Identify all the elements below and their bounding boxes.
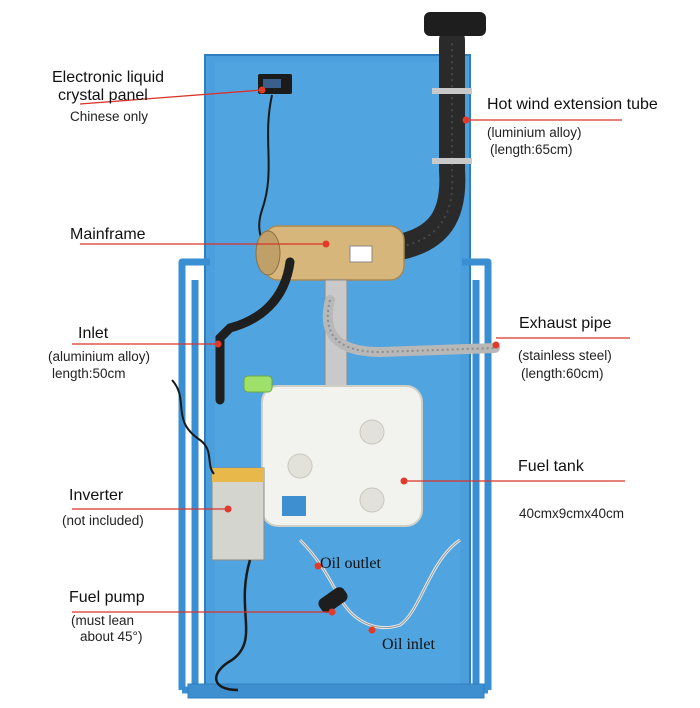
inlet-label: Inlet (78, 325, 109, 342)
panel-label-line1: Electronic liquid (52, 69, 165, 86)
fuel-tank-label: Fuel tank (518, 458, 584, 475)
exhaust-note-2: (length:60cm) (521, 366, 604, 381)
oil-outlet-label: Oil outlet (320, 555, 381, 572)
hot-wind-label: Hot wind extension tube (487, 96, 658, 113)
fuel-tank (243, 375, 423, 527)
hot-wind-tube (382, 12, 486, 261)
oil-inlet-label: Oil inlet (382, 636, 435, 653)
inverter-box (211, 467, 265, 561)
fuel-pump (318, 587, 348, 613)
exhaust-label: Exhaust pipe (519, 315, 612, 332)
mainframe-label: Mainframe (70, 226, 146, 243)
inverter-top (212, 468, 264, 482)
inlet-note-2: length:50cm (52, 366, 126, 381)
inverter-label: Inverter (69, 487, 124, 504)
panel-note: Chinese only (70, 109, 149, 124)
fuel-pump-note-1: (must lean (71, 613, 135, 628)
mainframe-heater (255, 225, 405, 281)
base-plate (187, 683, 485, 699)
lcd-display (263, 79, 281, 88)
power-cable (214, 559, 252, 692)
panel-label-line2: crystal panel (58, 87, 148, 104)
hot-wind-note-1: (luminium alloy) (487, 125, 582, 140)
inverter-note: (not included) (62, 513, 144, 528)
exhaust-pipe-rib (326, 299, 496, 354)
fuel-line-outline (299, 539, 461, 629)
power-cable-2 (171, 379, 215, 475)
fuel-pump-note-2: about 45°) (80, 629, 143, 644)
exhaust-note-1: (stainless steel) (518, 348, 612, 363)
hot-wind-note-2: (length:65cm) (490, 142, 573, 157)
inlet-note-1: (aluminium alloy) (48, 349, 151, 364)
leader-lines (72, 89, 630, 613)
inlet-pipe (215, 257, 295, 405)
markers (214, 86, 500, 634)
fuel-tank-size: 40cmx9cmx40cm (519, 506, 625, 521)
fuel-pump-label: Fuel pump (69, 589, 145, 606)
